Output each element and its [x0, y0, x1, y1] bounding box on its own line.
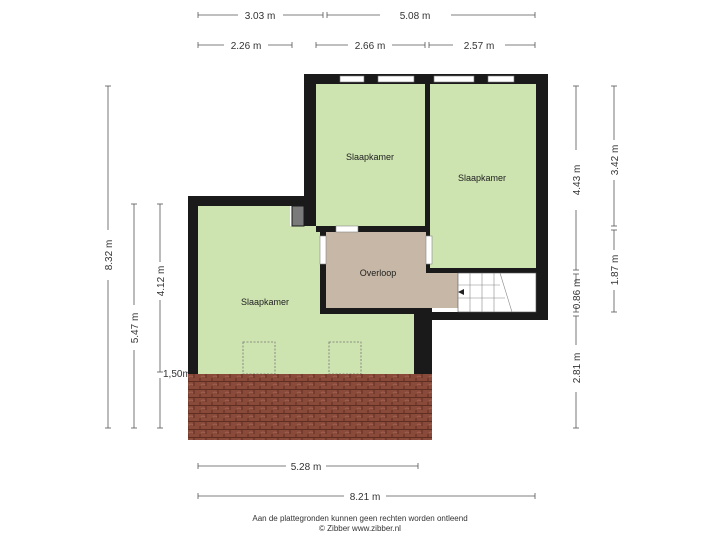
- dim-right-1-87: 1.87 m: [610, 255, 621, 286]
- roof-windows: [242, 341, 362, 375]
- dim-top-2-26: 2.26 m: [231, 41, 262, 52]
- label-bedroom-top-left: Slaapkamer: [346, 152, 394, 162]
- footer-credit: © Zibber www.zibber.nl: [319, 524, 401, 533]
- roof-tiles: [188, 374, 432, 440]
- room-landing: [326, 232, 426, 308]
- dim-left-1-50: 1,50m: [163, 369, 191, 380]
- dim-right-2-81: 2.81 m: [572, 353, 583, 384]
- dim-left-4-12: 4.12 m: [156, 266, 167, 297]
- stairs: [457, 272, 537, 313]
- dim-right-0-86: 0.86 m: [572, 279, 583, 310]
- windows: [339, 75, 515, 83]
- label-bedroom-top-right: Slaapkamer: [458, 173, 506, 183]
- dim-left-8-32: 8.32 m: [104, 240, 115, 271]
- dim-top-2-66: 2.66 m: [355, 41, 386, 52]
- door-openings: [319, 225, 433, 265]
- room-bedroom-large: [198, 206, 414, 374]
- dim-top-2-57: 2.57 m: [464, 41, 495, 52]
- footer-disclaimer: Aan de plattegronden kunnen geen rechten…: [252, 514, 468, 523]
- label-bedroom-large: Slaapkamer: [241, 297, 289, 307]
- dim-top-3-03: 3.03 m: [245, 11, 276, 22]
- room-bedroom-top-right: [430, 84, 536, 268]
- dimension-lines: [105, 12, 617, 499]
- dim-right-4-43: 4.43 m: [572, 165, 583, 196]
- shaft: [291, 205, 305, 227]
- dim-left-5-47: 5.47 m: [130, 313, 141, 344]
- stair-arrow-icon: [458, 289, 464, 295]
- room-bedroom-top-left: [316, 84, 425, 226]
- dim-top-5-08: 5.08 m: [400, 11, 431, 22]
- label-landing: Overloop: [360, 268, 397, 278]
- dim-bottom-5-28: 5.28 m: [291, 462, 322, 473]
- dim-bottom-8-21: 8.21 m: [350, 492, 381, 503]
- dim-right-3-42: 3.42 m: [610, 145, 621, 176]
